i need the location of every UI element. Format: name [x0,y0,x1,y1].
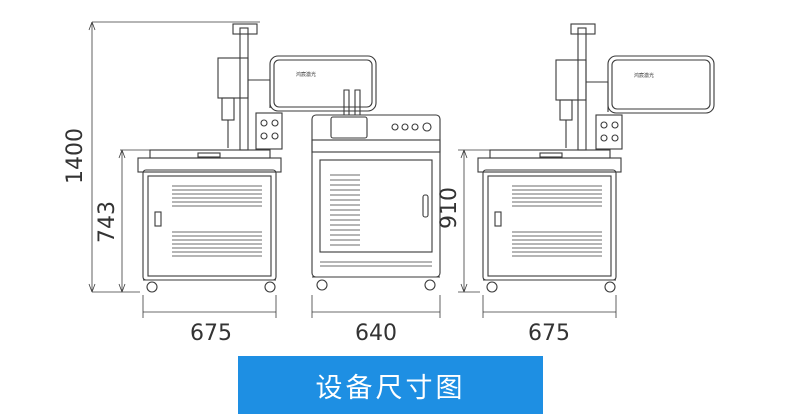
caption-banner: 设备尺寸图 [238,356,543,414]
right-width-label: 675 [528,321,570,346]
left-width-label: 675 [190,321,232,346]
center-width-label: 640 [355,321,397,346]
left-table-height-label: 743 [95,201,120,243]
left-machine [137,23,377,293]
caption-text: 设备尺寸图 [315,372,466,404]
left-total-height-label: 1400 [63,128,88,184]
right-machine [477,23,715,293]
center-machine [311,89,441,291]
monitor-label-right: 鸿宸激光 [634,72,654,79]
monitor-label-left: 鸿宸激光 [296,71,316,78]
right-table-height-label: 910 [437,187,462,229]
equipment-dimension-drawing: 鸿宸激光 鸿宸激光 675 640 675 1400 743 910 [63,21,715,346]
dimension-lines [88,21,617,318]
